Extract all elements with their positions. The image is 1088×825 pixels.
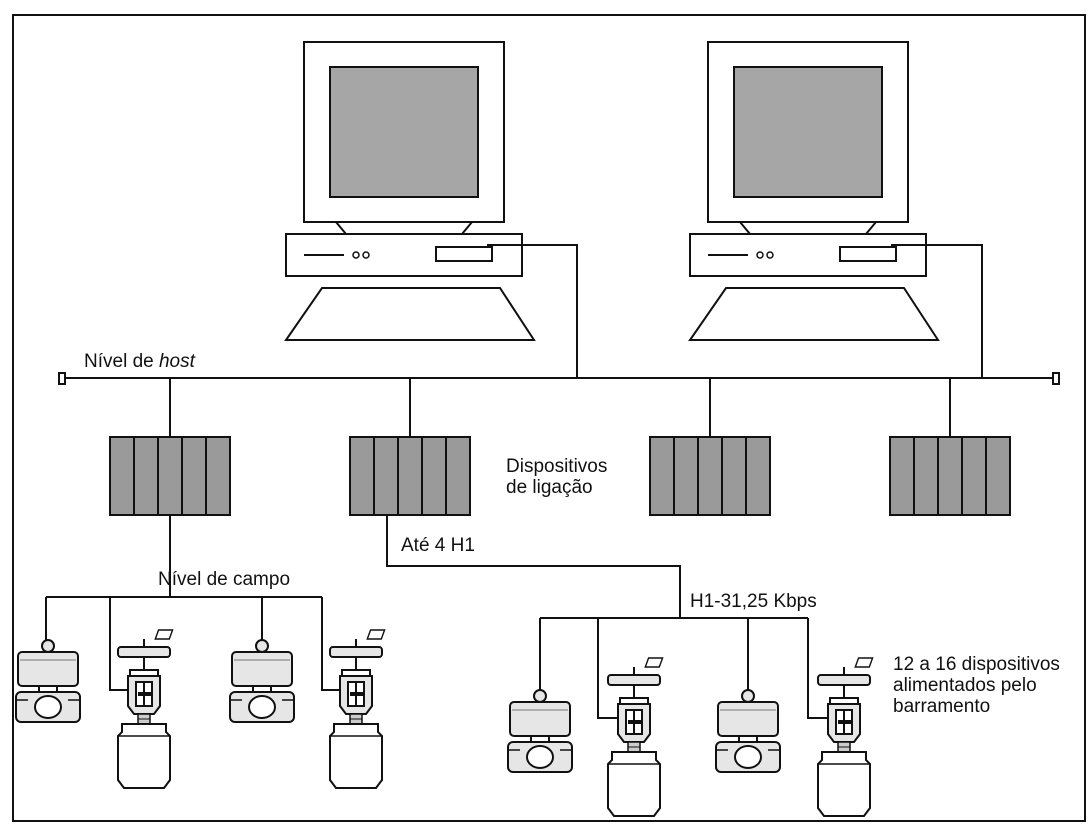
transmitter-4 bbox=[715, 689, 781, 773]
diagram-frame bbox=[12, 14, 1086, 822]
linking-device-2 bbox=[349, 436, 471, 516]
bus-powered-label-line2: alimentados pelo bbox=[893, 675, 1037, 696]
host-bus bbox=[58, 372, 1060, 385]
control-valve-3 bbox=[607, 657, 664, 817]
control-valve-2 bbox=[329, 629, 386, 789]
control-valve-1 bbox=[117, 629, 174, 789]
linking-device-4 bbox=[889, 436, 1011, 516]
transmitter-3 bbox=[507, 689, 573, 773]
host-workstation-right bbox=[689, 41, 939, 341]
field-bus-left bbox=[45, 515, 344, 691]
host-level-label: Nível de host bbox=[84, 351, 195, 373]
control-valve-4 bbox=[817, 657, 874, 817]
field-level-label: Nível de campo bbox=[158, 569, 291, 590]
linking-devices-label-line1: Dispositivos bbox=[506, 456, 608, 477]
transmitter-2 bbox=[229, 639, 295, 723]
linking-device-1 bbox=[109, 436, 231, 516]
cable-right-workstation bbox=[891, 244, 983, 378]
host-workstation-left bbox=[285, 41, 535, 341]
linking-devices-label-line2: de ligação bbox=[506, 477, 593, 498]
host-level-prefix: Nível de bbox=[84, 351, 159, 372]
h1-bus-right bbox=[386, 515, 830, 719]
linking-device-3 bbox=[649, 436, 771, 516]
bus-powered-label-line3: barramento bbox=[893, 696, 991, 717]
transmitter-1 bbox=[15, 639, 81, 723]
h1-speed-label: H1-31,25 Kbps bbox=[690, 591, 817, 612]
host-level-word: host bbox=[158, 351, 195, 372]
bus-powered-label-line1: 12 a 16 dispositivos bbox=[893, 654, 1060, 675]
up-to-4-h1-label: Até 4 H1 bbox=[401, 535, 475, 556]
cable-left-workstation bbox=[487, 244, 578, 378]
